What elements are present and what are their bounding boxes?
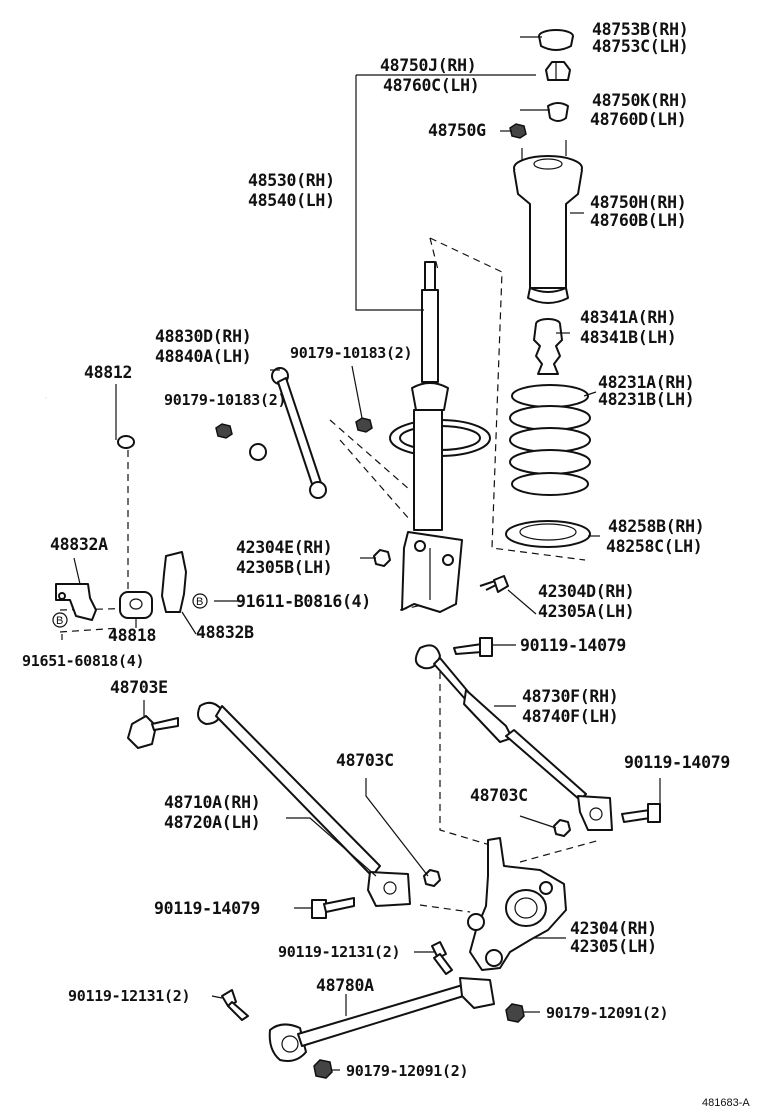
label-90119-14079-a: 90119-14079	[520, 636, 626, 655]
label-42305: 42305(LH)	[570, 937, 657, 956]
label-48703C-a: 48703C	[336, 751, 394, 770]
bolt-42304D	[479, 575, 509, 593]
bracket-48832A	[55, 583, 97, 621]
b-marker-2-text: B	[56, 615, 63, 627]
label-42304: 42304(RH)	[570, 919, 657, 938]
label-90179-12091-b: 90179-12091(2)	[346, 1062, 468, 1080]
label-48740F: 48740F(LH)	[522, 707, 618, 726]
bushing-48703E	[127, 715, 179, 749]
label-48753C: 48753C(LH)	[592, 37, 688, 56]
label-48750K: 48750K(RH)	[592, 91, 688, 110]
bolt-90119-14079-a	[453, 637, 493, 657]
stabilizer-link-48830D	[271, 367, 327, 499]
bump-stopper-48341	[533, 318, 563, 375]
spring-seat-48258	[505, 520, 591, 548]
nut-42304E	[373, 549, 391, 567]
bolt-90119-12131-a	[431, 941, 453, 975]
leader-lines	[61, 36, 661, 1071]
label-48750G: 48750G	[428, 121, 486, 140]
label-48258C: 48258C(LH)	[606, 537, 702, 556]
nut-90179-10183-b	[215, 423, 233, 439]
label-42304E: 42304E(RH)	[236, 538, 332, 557]
nut-90179-12091-a	[505, 1003, 525, 1023]
bolt-90119-14079-b	[621, 803, 661, 823]
label-90179-12091-a: 90179-12091(2)	[546, 1004, 668, 1022]
label-48832B: 48832B	[196, 623, 254, 642]
shock-absorber-48530	[389, 261, 491, 613]
nut-90179-10183-a	[355, 417, 373, 433]
washer-48750K	[547, 102, 569, 122]
trailing-arm-48710A	[197, 701, 411, 907]
label-91651: 91651-60818(4)	[22, 652, 144, 670]
label-48750J: 48750J(RH)	[380, 56, 476, 75]
label-48750H: 48750H(RH)	[590, 193, 686, 212]
label-90119-12131-a: 90119-12131(2)	[278, 943, 400, 961]
reference-code: 481683-A	[702, 1097, 750, 1109]
label-91611: 91611-B0816(4)	[236, 592, 371, 611]
label-90119-12131-b: 90119-12131(2)	[68, 987, 190, 1005]
label-48832A: 48832A	[50, 535, 108, 554]
label-48530: 48530(RH)	[248, 171, 335, 190]
label-48760D: 48760D(LH)	[590, 110, 686, 129]
b-marker-1-text: B	[196, 596, 203, 608]
label-90179-10183-b: 90179-10183(2)	[164, 391, 286, 409]
label-48840A: 48840A(LH)	[155, 347, 251, 366]
label-42305A: 42305A(LH)	[538, 602, 634, 621]
label-48753B: 48753B(RH)	[592, 20, 688, 39]
nut-90179-12091-b	[313, 1059, 333, 1079]
label-48540: 48540(LH)	[248, 191, 335, 210]
label-48812: 48812	[84, 363, 132, 382]
part-labels: 48753B(RH) 48753C(LH) 48750J(RH) 48760C(…	[22, 20, 750, 1109]
label-48720A: 48720A(LH)	[164, 813, 260, 832]
nut-48750G	[509, 123, 527, 139]
bolt-90119-12131-b	[221, 989, 249, 1021]
stabilizer-bar-48812	[44, 395, 267, 530]
label-48341A: 48341A(RH)	[580, 308, 676, 327]
nut-48703C-b	[423, 869, 441, 887]
label-48818: 48818	[108, 626, 156, 645]
label-48703E: 48703E	[110, 678, 168, 697]
coil-spring-48231	[509, 384, 591, 496]
label-48258B: 48258B(RH)	[608, 517, 704, 536]
knuckle-42304	[467, 837, 567, 971]
label-42304D: 42304D(RH)	[538, 582, 634, 601]
label-42305B: 42305B(LH)	[236, 558, 332, 577]
b-marker-1: B	[192, 593, 208, 609]
label-48231A: 48231A(RH)	[598, 373, 694, 392]
bolt-90119-14079-c	[311, 897, 355, 919]
label-48830D: 48830D(RH)	[155, 327, 251, 346]
label-48703C-b: 48703C	[470, 786, 528, 805]
label-48710A: 48710A(RH)	[164, 793, 260, 812]
label-48730F: 48730F(RH)	[522, 687, 618, 706]
nut-48703C-a	[553, 819, 571, 837]
bracket-48832B	[161, 551, 187, 613]
label-48760B: 48760B(LH)	[590, 211, 686, 230]
label-90179-10183-a: 90179-10183(2)	[290, 344, 412, 362]
bushing-48818	[119, 591, 153, 619]
nut-48750J	[545, 61, 571, 81]
label-48231B: 48231B(LH)	[598, 390, 694, 409]
b-marker-2: B	[52, 612, 68, 628]
lateral-link-48730F	[414, 644, 613, 831]
label-90119-14079-b: 90119-14079	[624, 753, 730, 772]
lower-arm-48780A	[268, 977, 495, 1062]
label-48760C: 48760C(LH)	[383, 76, 479, 95]
cap-48753	[538, 29, 574, 51]
label-48341B: 48341B(LH)	[580, 328, 676, 347]
support-48750H	[513, 140, 583, 304]
label-90119-14079-c: 90119-14079	[154, 899, 260, 918]
label-48780A: 48780A	[316, 976, 374, 995]
